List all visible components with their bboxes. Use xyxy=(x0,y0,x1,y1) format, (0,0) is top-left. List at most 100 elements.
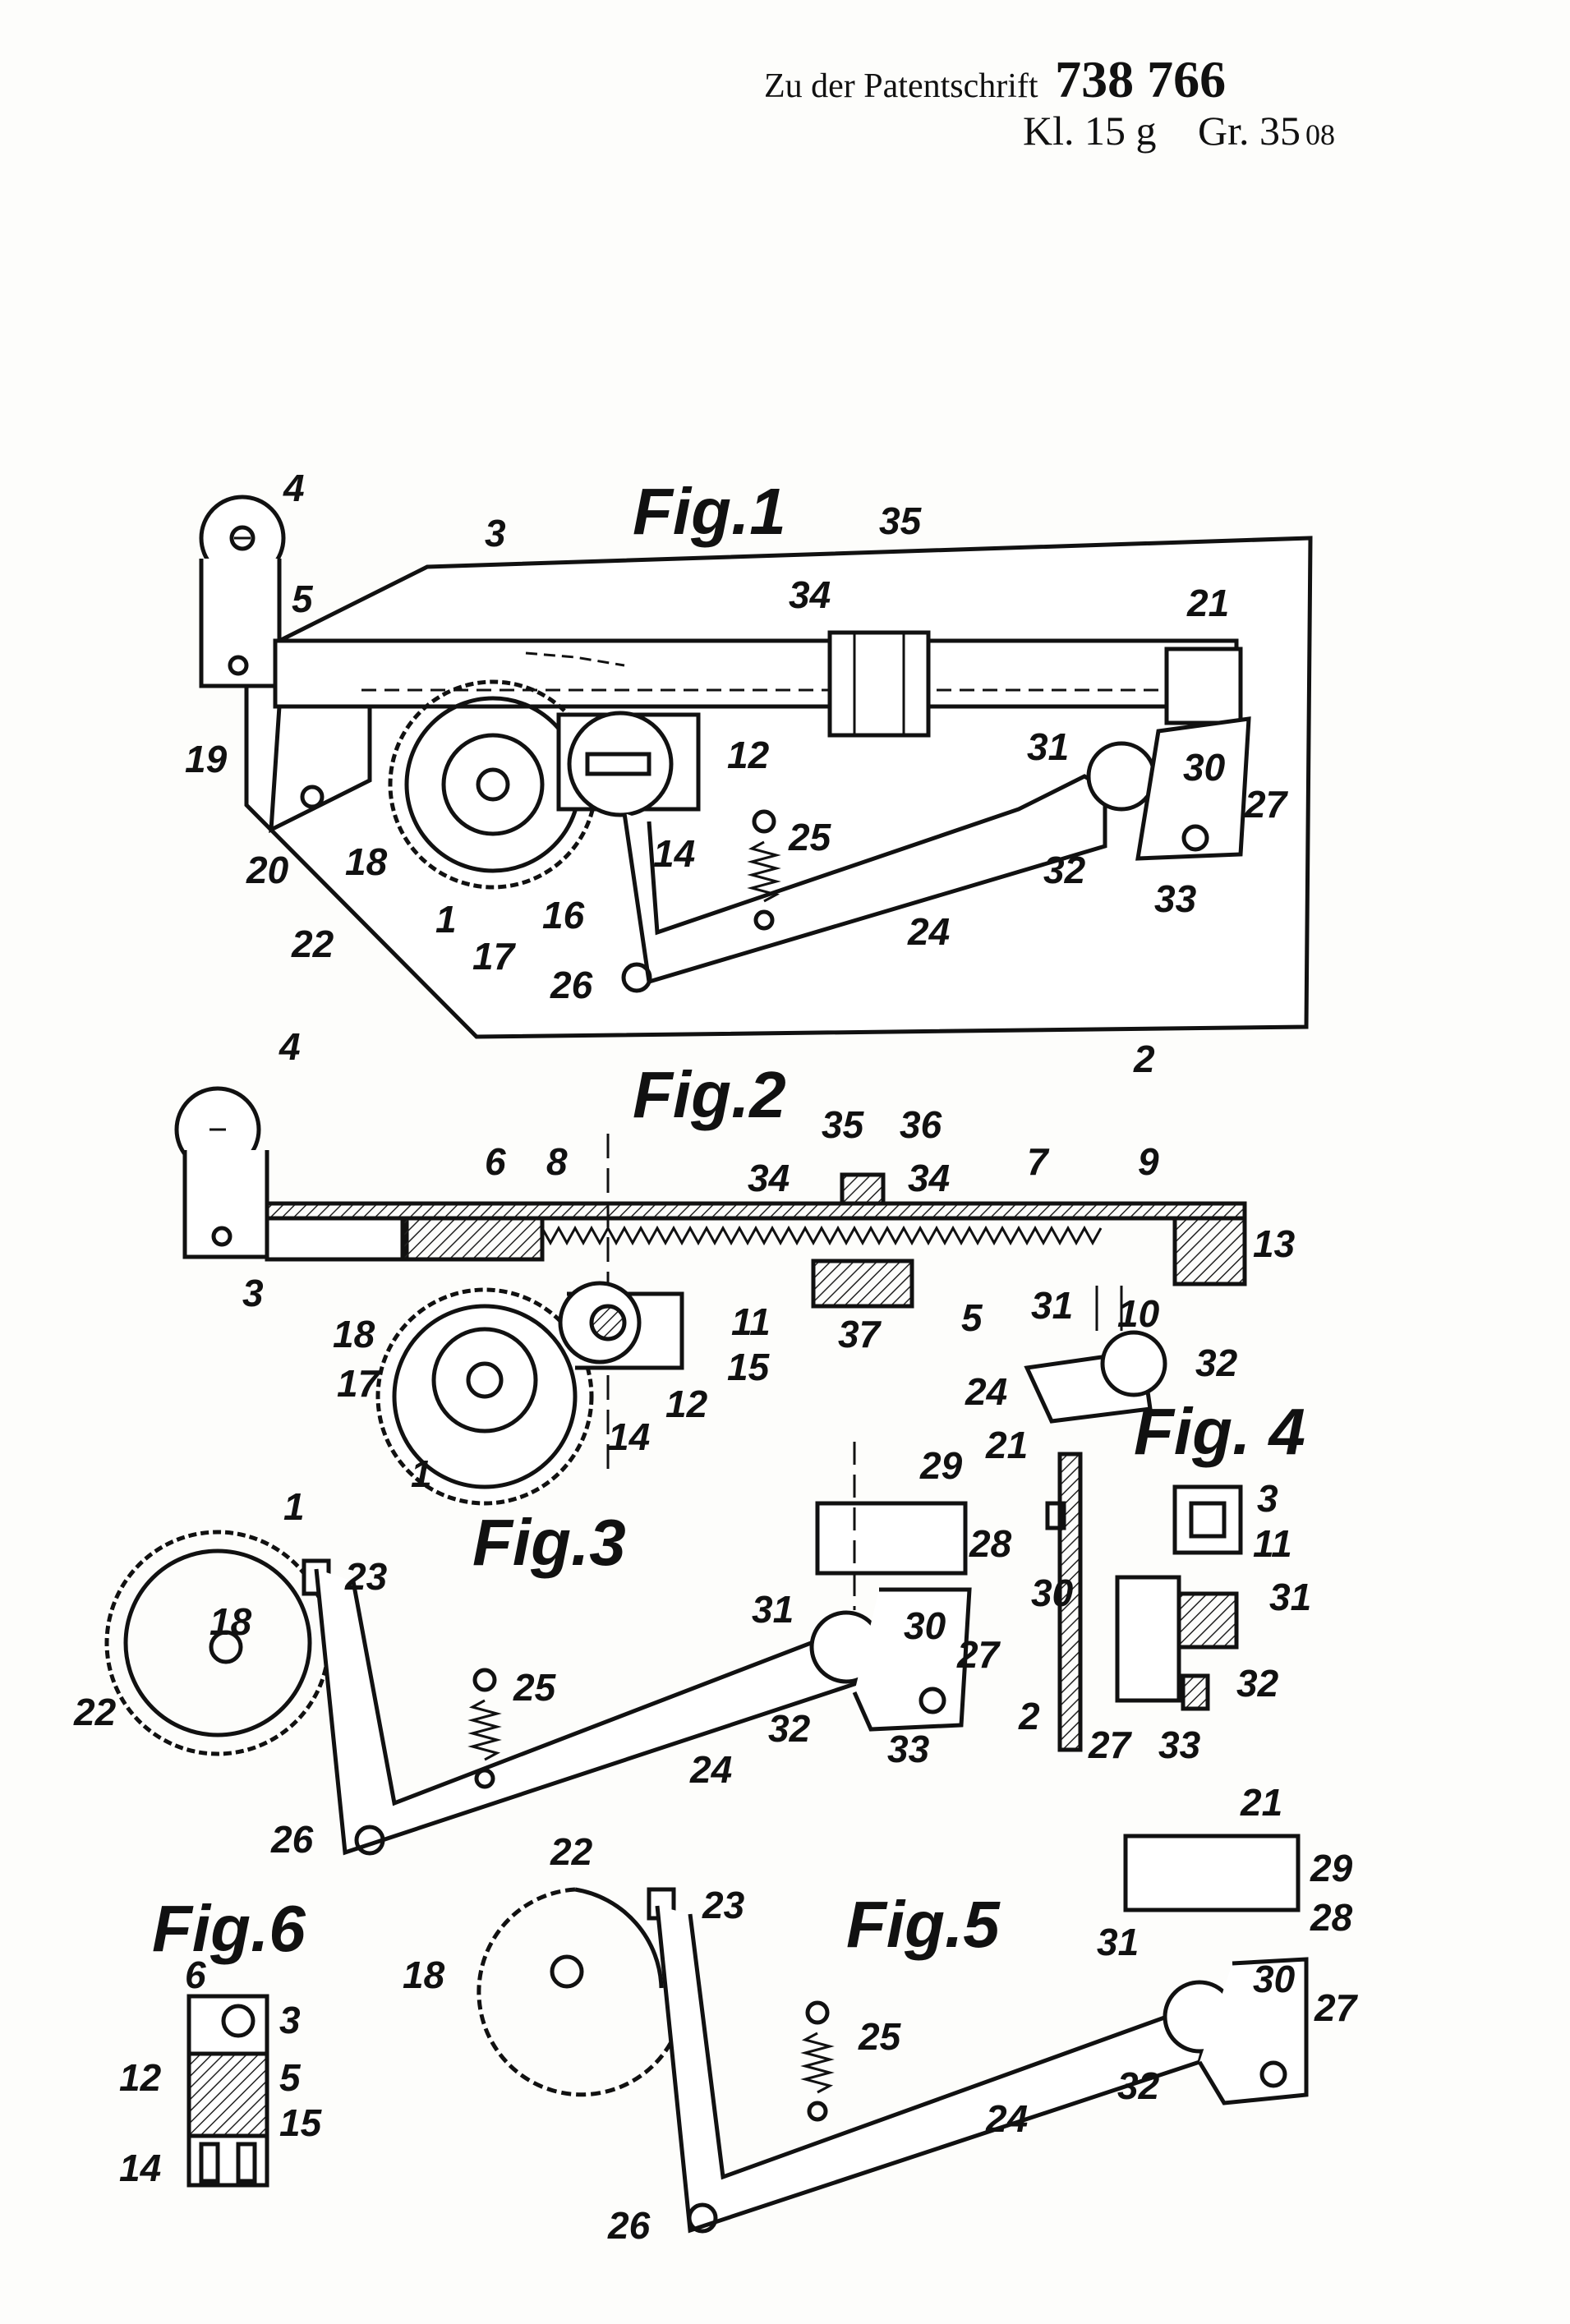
fig3-label: 29 xyxy=(919,1444,963,1487)
fig5-label: 27 xyxy=(1314,1986,1359,2029)
fig5-label: 18 xyxy=(403,1954,445,1996)
fig1-label: 25 xyxy=(788,816,832,858)
fig1-label: 30 xyxy=(1183,746,1226,789)
fig4-label: 2 xyxy=(1018,1695,1040,1737)
fig1-label: 33 xyxy=(1154,877,1197,920)
fig4-label: 27 xyxy=(1088,1723,1133,1766)
figure-3 xyxy=(104,1442,972,1856)
fig4-title: Fig. 4 xyxy=(1134,1395,1305,1468)
fig4-block-32 xyxy=(1172,1591,1239,1650)
fig1-latch-27 xyxy=(1135,716,1251,861)
figure-3-annotations: Fig.3 1 23 18 22 25 31 30 27 32 33 24 26… xyxy=(73,1444,1012,1861)
figure-2-annotations: Fig.2 4 6 8 35 36 34 34 7 9 13 3 18 17 1… xyxy=(242,1025,1296,1495)
fig1-housing-21 xyxy=(1164,647,1243,725)
fig2-label: 10 xyxy=(1117,1292,1160,1335)
patent-number: 738 766 xyxy=(1055,50,1227,108)
fig1-bar-3 xyxy=(273,638,1239,709)
fig1-label: 14 xyxy=(653,832,695,875)
fig1-label: 2 xyxy=(1133,1038,1155,1080)
figure-1-annotations: Fig.1 4 3 35 34 21 5 19 31 30 27 12 20 1… xyxy=(185,467,1289,1080)
fig6-label: 5 xyxy=(279,2056,302,2099)
fig2-spring-7 xyxy=(541,1225,1103,1246)
fig2-knob-35 xyxy=(840,1172,886,1206)
fig2-label: 15 xyxy=(727,1346,771,1388)
fig3-label: 31 xyxy=(752,1588,794,1631)
fig6-title: Fig.6 xyxy=(152,1892,306,1965)
fig1-label: 1 xyxy=(435,898,457,941)
fig1-pivot-20 xyxy=(300,785,325,809)
fig1-label: 21 xyxy=(1186,582,1229,624)
fig3-label: 32 xyxy=(768,1707,811,1750)
fig2-label: 35 xyxy=(822,1103,865,1146)
fig2-label: 37 xyxy=(838,1313,882,1355)
fig4-housing-3 xyxy=(1172,1484,1243,1555)
fig2-label: 4 xyxy=(279,1025,301,1068)
fig6-label: 15 xyxy=(279,2101,323,2144)
fig5-label: 30 xyxy=(1253,1958,1296,2000)
fig4-label: 3 xyxy=(1257,1477,1278,1520)
fig5-label: 22 xyxy=(550,1830,593,1873)
fig5-ratchet-22 xyxy=(477,1887,676,2097)
fig3-ratchet-1 xyxy=(104,1530,331,1756)
fig3-label: 30 xyxy=(904,1604,946,1647)
fig2-label: 8 xyxy=(546,1140,568,1183)
fig1-label: 19 xyxy=(185,738,228,780)
fig1-label: 32 xyxy=(1043,849,1086,891)
fig2-label: 18 xyxy=(333,1313,375,1355)
fig3-pivot-26 xyxy=(354,1825,385,1856)
group-label: Gr. 35 xyxy=(1198,108,1301,154)
fig1-label: 4 xyxy=(283,467,305,509)
fig2-label: 5 xyxy=(961,1296,983,1339)
fig1-label: 16 xyxy=(542,894,585,937)
fig3-label: 33 xyxy=(887,1728,930,1770)
fig2-label: 17 xyxy=(337,1362,381,1405)
fig2-label: 31 xyxy=(1031,1284,1073,1327)
fig2-label: 12 xyxy=(665,1383,708,1425)
fig5-label: 26 xyxy=(607,2204,651,2247)
fig4-plate-2 xyxy=(1057,1452,1083,1752)
fig1-lever-19 xyxy=(269,704,372,834)
fig2-label: 7 xyxy=(1027,1140,1050,1183)
fig1-label: 3 xyxy=(485,512,506,555)
fig2-label: 6 xyxy=(485,1140,506,1183)
fig2-label: 3 xyxy=(242,1272,264,1314)
fig1-disc-17 xyxy=(441,733,545,836)
fig2-label: 1 xyxy=(411,1452,432,1495)
fig1-label: 27 xyxy=(1244,783,1289,826)
figure-6-annotations: Fig.6 6 3 12 5 15 14 xyxy=(119,1892,323,2189)
header-line-1: Zu der Patentschrift 738 766 xyxy=(764,49,1226,110)
fig1-label: 18 xyxy=(345,840,388,883)
fig2-end-block-13 xyxy=(1172,1216,1247,1286)
fig1-label: 35 xyxy=(879,499,923,542)
figure-4-annotations: Fig. 4 21 3 11 30 31 32 2 27 33 xyxy=(985,1395,1311,1766)
fig4-label: 33 xyxy=(1158,1723,1201,1766)
fig3-title: Fig.3 xyxy=(472,1506,626,1579)
header-caption: Zu der Patentschrift xyxy=(764,67,1038,105)
fig2-label: 11 xyxy=(731,1300,771,1343)
fig1-slider-34 xyxy=(827,630,931,738)
group-subclass: 08 xyxy=(1305,118,1335,151)
fig2-top-rail xyxy=(265,1201,1247,1221)
fig3-label: 1 xyxy=(283,1485,305,1528)
fig2-label: 32 xyxy=(1195,1341,1238,1384)
fig5-housing-21 xyxy=(1123,1834,1301,1912)
fig5-label: 23 xyxy=(702,1884,745,1926)
fig5-label: 31 xyxy=(1097,1921,1139,1963)
fig2-label: 13 xyxy=(1253,1222,1296,1265)
fig2-label: 9 xyxy=(1138,1140,1159,1183)
fig2-bracket xyxy=(182,1150,269,1259)
fig1-label: 17 xyxy=(472,935,517,978)
figure-4 xyxy=(1045,1452,1243,1752)
fig2-slider-37 xyxy=(811,1259,914,1309)
fig2-label: 34 xyxy=(908,1157,950,1199)
fig1-label: 31 xyxy=(1027,725,1069,768)
fig1-label: 12 xyxy=(727,734,770,776)
fig5-label: 21 xyxy=(1240,1781,1282,1824)
figure-2 xyxy=(174,1086,1247,1506)
fig3-label: 28 xyxy=(969,1522,1012,1565)
fig1-roller-32 xyxy=(1086,741,1157,812)
fig5-pivot-26 xyxy=(687,2202,718,2234)
fig1-label: 26 xyxy=(550,964,593,1006)
